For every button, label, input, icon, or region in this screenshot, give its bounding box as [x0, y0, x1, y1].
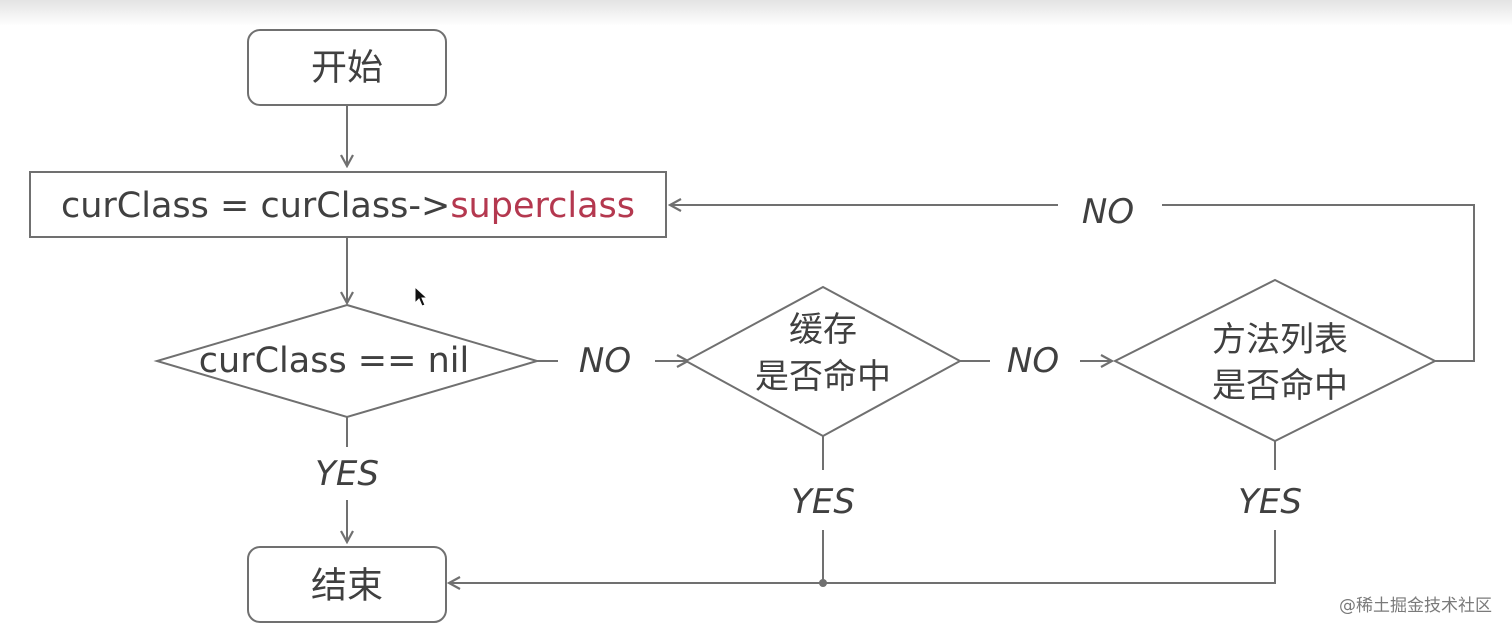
- assign-text-highlight: superclass: [450, 186, 635, 226]
- edge-label-cache-yes: YES: [791, 482, 855, 522]
- mouse-cursor-icon: [414, 285, 429, 307]
- end-node-label: 结束: [311, 566, 383, 607]
- cache-hit-decision: 缓存 是否命中: [683, 285, 963, 438]
- start-node: 开始: [247, 29, 447, 106]
- edge-method-yes-b: [449, 530, 1276, 583]
- assign-text-prefix: curClass = curClass->: [61, 186, 450, 226]
- connectors: [347, 106, 1475, 583]
- assign-text: curClass = curClass->superclass: [61, 186, 635, 226]
- watermark-text: @稀土掘金技术社区: [1339, 596, 1492, 616]
- edge-label-method-yes: YES: [1238, 482, 1302, 522]
- method-list-hit-decision: 方法列表 是否命中: [1112, 278, 1438, 443]
- method-list-label-line1: 方法列表: [1212, 320, 1348, 360]
- method-list-label-line2: 是否命中: [1212, 366, 1348, 406]
- assign-superclass-box: curClass = curClass->superclass: [29, 171, 667, 238]
- edge-label-nil-yes: YES: [315, 454, 379, 494]
- edge-label-nil-no: NO: [579, 341, 631, 381]
- end-node: 结束: [247, 546, 447, 623]
- top-shade: [0, 0, 1512, 26]
- nil-check-decision: curClass == nil: [153, 303, 541, 419]
- cache-hit-label-line1: 缓存: [789, 310, 857, 350]
- edge-method-no-loop-a: [1162, 204, 1475, 362]
- cache-hit-label-line2: 是否命中: [755, 357, 891, 397]
- start-node-label: 开始: [311, 48, 383, 89]
- edge-label-method-no: NO: [1082, 192, 1134, 232]
- junction-dot: [819, 579, 827, 587]
- nil-check-label: curClass == nil: [199, 341, 469, 381]
- edge-label-cache-no: NO: [1007, 341, 1059, 381]
